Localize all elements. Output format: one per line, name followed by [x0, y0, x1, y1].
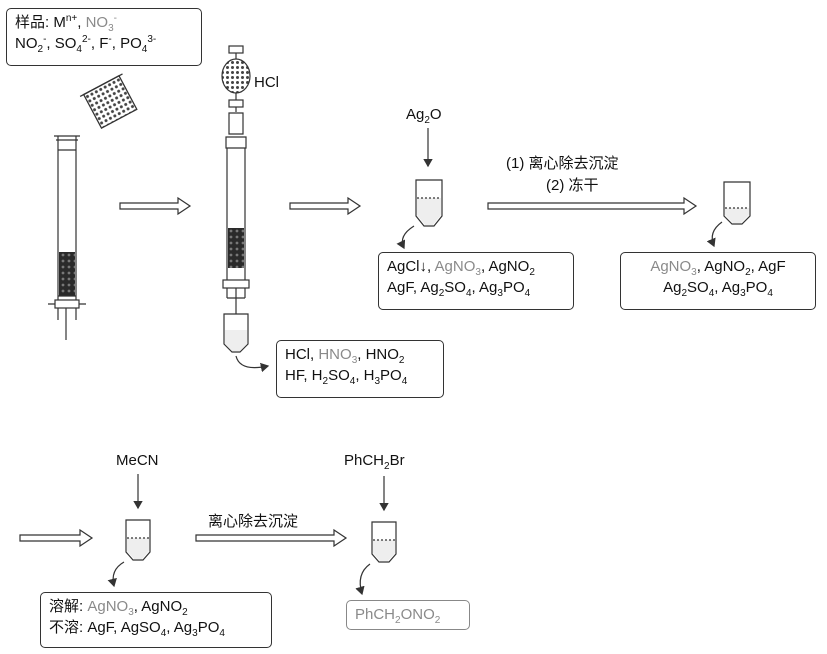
- sample-line-2: NO2-, SO42-, F-, PO43-: [15, 33, 193, 54]
- benzyl-bromide-label: PhCH2Br: [344, 452, 405, 469]
- tube-4-icon: [724, 182, 750, 224]
- curve-arrow-2: [402, 226, 414, 248]
- collection-tube-icon: [224, 314, 248, 352]
- freeze-dried-box: AgNO3, AgNO2, AgF Ag2SO4, Ag3PO4: [620, 252, 816, 310]
- curve-arrow-1: [236, 356, 268, 368]
- step-1-label: (1) 离心除去沉淀: [506, 152, 619, 173]
- sample-line-1: 样品: Mn+, NO3-: [15, 12, 193, 33]
- process-arrow-1: [120, 198, 190, 214]
- tube-3-icon: [416, 180, 442, 226]
- tube-6-icon: [372, 522, 396, 562]
- column-2-icon: [222, 46, 250, 314]
- centrifuge-label: 离心除去沉淀: [208, 510, 298, 531]
- curve-arrow-3: [712, 222, 722, 246]
- column-1-icon: [48, 136, 86, 340]
- solubility-box: 溶解: AgNO3, AgNO2 不溶: AgF, AgSO4, Ag3PO4: [40, 592, 272, 648]
- curve-arrow-5: [360, 564, 370, 594]
- process-arrow-2: [290, 198, 360, 214]
- tube-5-icon: [126, 520, 150, 560]
- acid-products-box: HCl, HNO3, HNO2 HF, H2SO4, H3PO4: [276, 340, 444, 398]
- step-2-label: (2) 冻干: [546, 174, 599, 195]
- beaker-icon: [80, 74, 140, 130]
- process-arrow-3: [488, 198, 696, 214]
- mecn-label: MeCN: [116, 452, 159, 469]
- precipitate-box: AgCl↓, AgNO3, AgNO2 AgF, Ag2SO4, Ag3PO4: [378, 252, 574, 310]
- curve-arrow-4: [113, 562, 124, 586]
- process-arrow-4: [20, 530, 92, 546]
- hcl-label: HCl: [254, 74, 279, 91]
- process-arrow-5: [196, 530, 346, 546]
- ag2o-label: Ag2O: [406, 106, 442, 123]
- product-box: PhCH2ONO2: [346, 600, 470, 630]
- sample-composition-box: 样品: Mn+, NO3- NO2-, SO42-, F-, PO43-: [6, 8, 202, 66]
